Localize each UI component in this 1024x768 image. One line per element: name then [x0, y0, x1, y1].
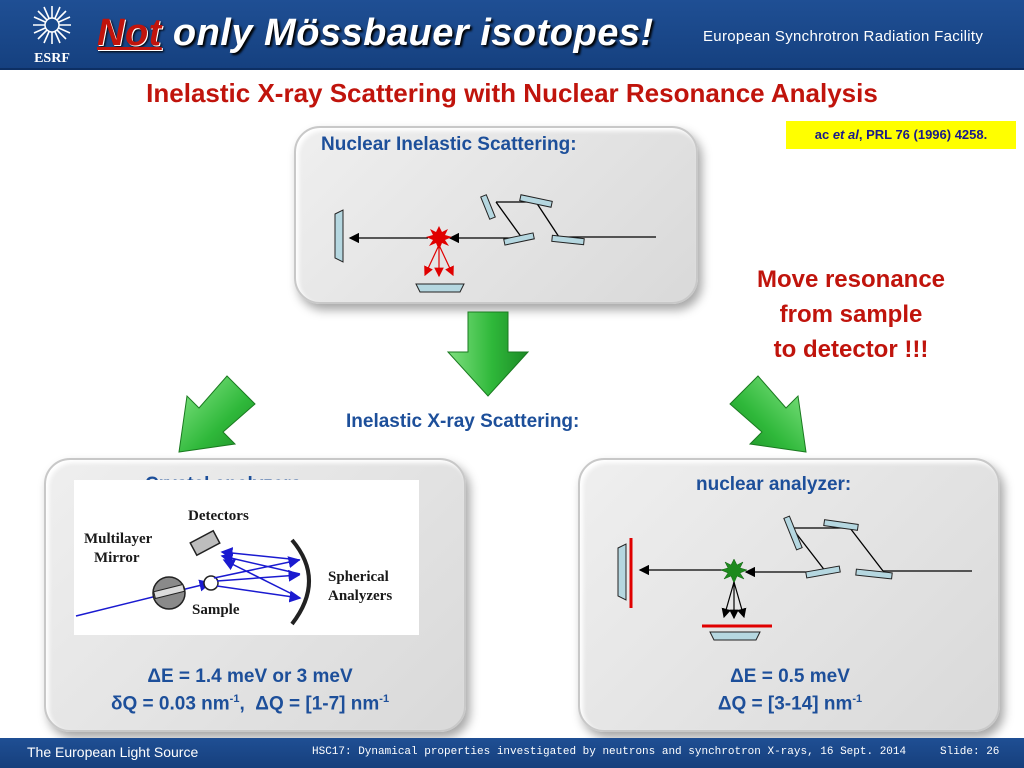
delta-symbol: Δ	[147, 666, 161, 687]
nuclear-panel	[578, 458, 1000, 732]
down-arrow-icon	[446, 311, 530, 397]
nis-crystal	[503, 232, 535, 246]
esrf-logo: ESRF	[33, 6, 71, 66]
figure-label-detectors: Detectors	[188, 508, 249, 524]
footer-event: HSC17: Dynamical properties investigated…	[312, 746, 907, 758]
crystal-energy-resolution: ΔE = 1.4 meV or 3 meV	[60, 666, 440, 688]
slide-number: Slide: 26	[940, 746, 1000, 758]
title-emphasis: Not	[97, 12, 162, 54]
figure-label-analyzers: Spherical Analyzers	[328, 568, 392, 606]
callout-line: from sample	[779, 301, 923, 328]
reference-suffix: , PRL 76 (1996) 4258.	[858, 127, 988, 142]
esrf-logo-text: ESRF	[34, 51, 70, 66]
nis-panel	[294, 126, 698, 304]
crystal-q-resolution: δQ = 0.03 nm-1, ΔQ = [1-7] nm-1	[60, 693, 440, 715]
nuclear-panel-title: nuclear analyzer:	[696, 474, 852, 495]
header-bar	[0, 0, 1024, 70]
nuclear-detector	[617, 543, 627, 601]
crystal-energy-value: E = 1.4 meV or 3 meV	[160, 666, 353, 687]
nuclear-crystal	[805, 565, 841, 579]
figure-label-sample: Sample	[192, 602, 240, 618]
crystal-q-value: Q = 0.03 nm	[122, 693, 230, 715]
nis-detector	[334, 209, 344, 263]
delta-symbol: Δ	[717, 693, 732, 715]
slide-subtitle: Inelastic X-ray Scattering with Nuclear …	[146, 78, 878, 108]
figure-label-mirror-line: Multilayer	[84, 531, 153, 547]
callout-line: Move resonance	[756, 266, 946, 293]
figure-label-analyzer-line: Analyzers	[328, 588, 393, 604]
nis-crystal	[480, 194, 496, 220]
nuclear-q-value: Q = [3-14] nm	[731, 693, 853, 715]
footer-tagline: The European Light Source	[27, 744, 199, 760]
title-rest: only Mössbauer isotopes!	[161, 12, 654, 54]
delta-symbol: Δ	[730, 666, 744, 687]
delta-symbol: Δ	[255, 693, 269, 715]
figure-label-mirror: Multilayer Mirror	[84, 530, 152, 568]
nis-bottom-detector	[415, 283, 465, 293]
sample-ball	[203, 575, 219, 591]
exponent: -1	[229, 693, 240, 705]
figure-label-mirror-line: Mirror	[94, 550, 140, 566]
crystal-q-range: Q = [1-7] nm	[268, 693, 380, 715]
nis-panel-title: Nuclear Inelastic Scattering:	[321, 134, 577, 155]
nuclear-sample-star	[720, 558, 748, 584]
detector-box	[189, 529, 221, 557]
nis-crystal	[519, 194, 553, 208]
ixs-label: Inelastic X-ray Scattering:	[346, 411, 580, 432]
nuclear-crystal	[823, 519, 859, 531]
reference-italic: et al	[832, 127, 859, 142]
nuclear-energy-value: E = 0.5 meV	[743, 666, 850, 687]
separator: ,	[239, 693, 256, 715]
exponent: -1	[852, 693, 863, 705]
figure-label-analyzer-line: Spherical	[328, 569, 389, 585]
nuclear-crystal	[783, 515, 803, 551]
crystal-analyzer-figure: Detectors Multilayer Mirror Sample Spher…	[74, 480, 419, 635]
header-divider	[0, 68, 1024, 70]
exponent: -1	[379, 693, 390, 705]
callout-text: Move resonance from sample to detector !…	[712, 262, 990, 367]
crystal-analyzer-diagram	[75, 529, 311, 626]
reference-box: ac et al, PRL 76 (1996) 4258.	[786, 121, 1016, 149]
nuclear-analyzer-diagram	[617, 515, 972, 641]
nuclear-bottom-detector	[709, 631, 761, 641]
nuclear-crystal	[855, 568, 893, 580]
nuclear-energy-resolution: ΔE = 0.5 meV	[600, 666, 980, 688]
spherical-analyzer	[290, 538, 311, 626]
footer-bar	[0, 738, 1024, 768]
nis-sample-star	[426, 226, 452, 250]
down-left-arrow-icon	[178, 375, 256, 453]
nuclear-q-resolution: ΔQ = [3-14] nm-1	[600, 693, 980, 715]
nis-crystal	[551, 234, 585, 246]
page-title: Not only Mössbauer isotopes!	[97, 12, 654, 55]
organization-name: European Synchrotron Radiation Facility	[703, 28, 984, 45]
reference-prefix: ac	[814, 127, 833, 142]
nis-diagram	[334, 194, 656, 293]
down-right-arrow-icon	[729, 375, 807, 453]
callout-line: to detector !!!	[773, 336, 929, 363]
delta-symbol: δ	[110, 693, 123, 715]
